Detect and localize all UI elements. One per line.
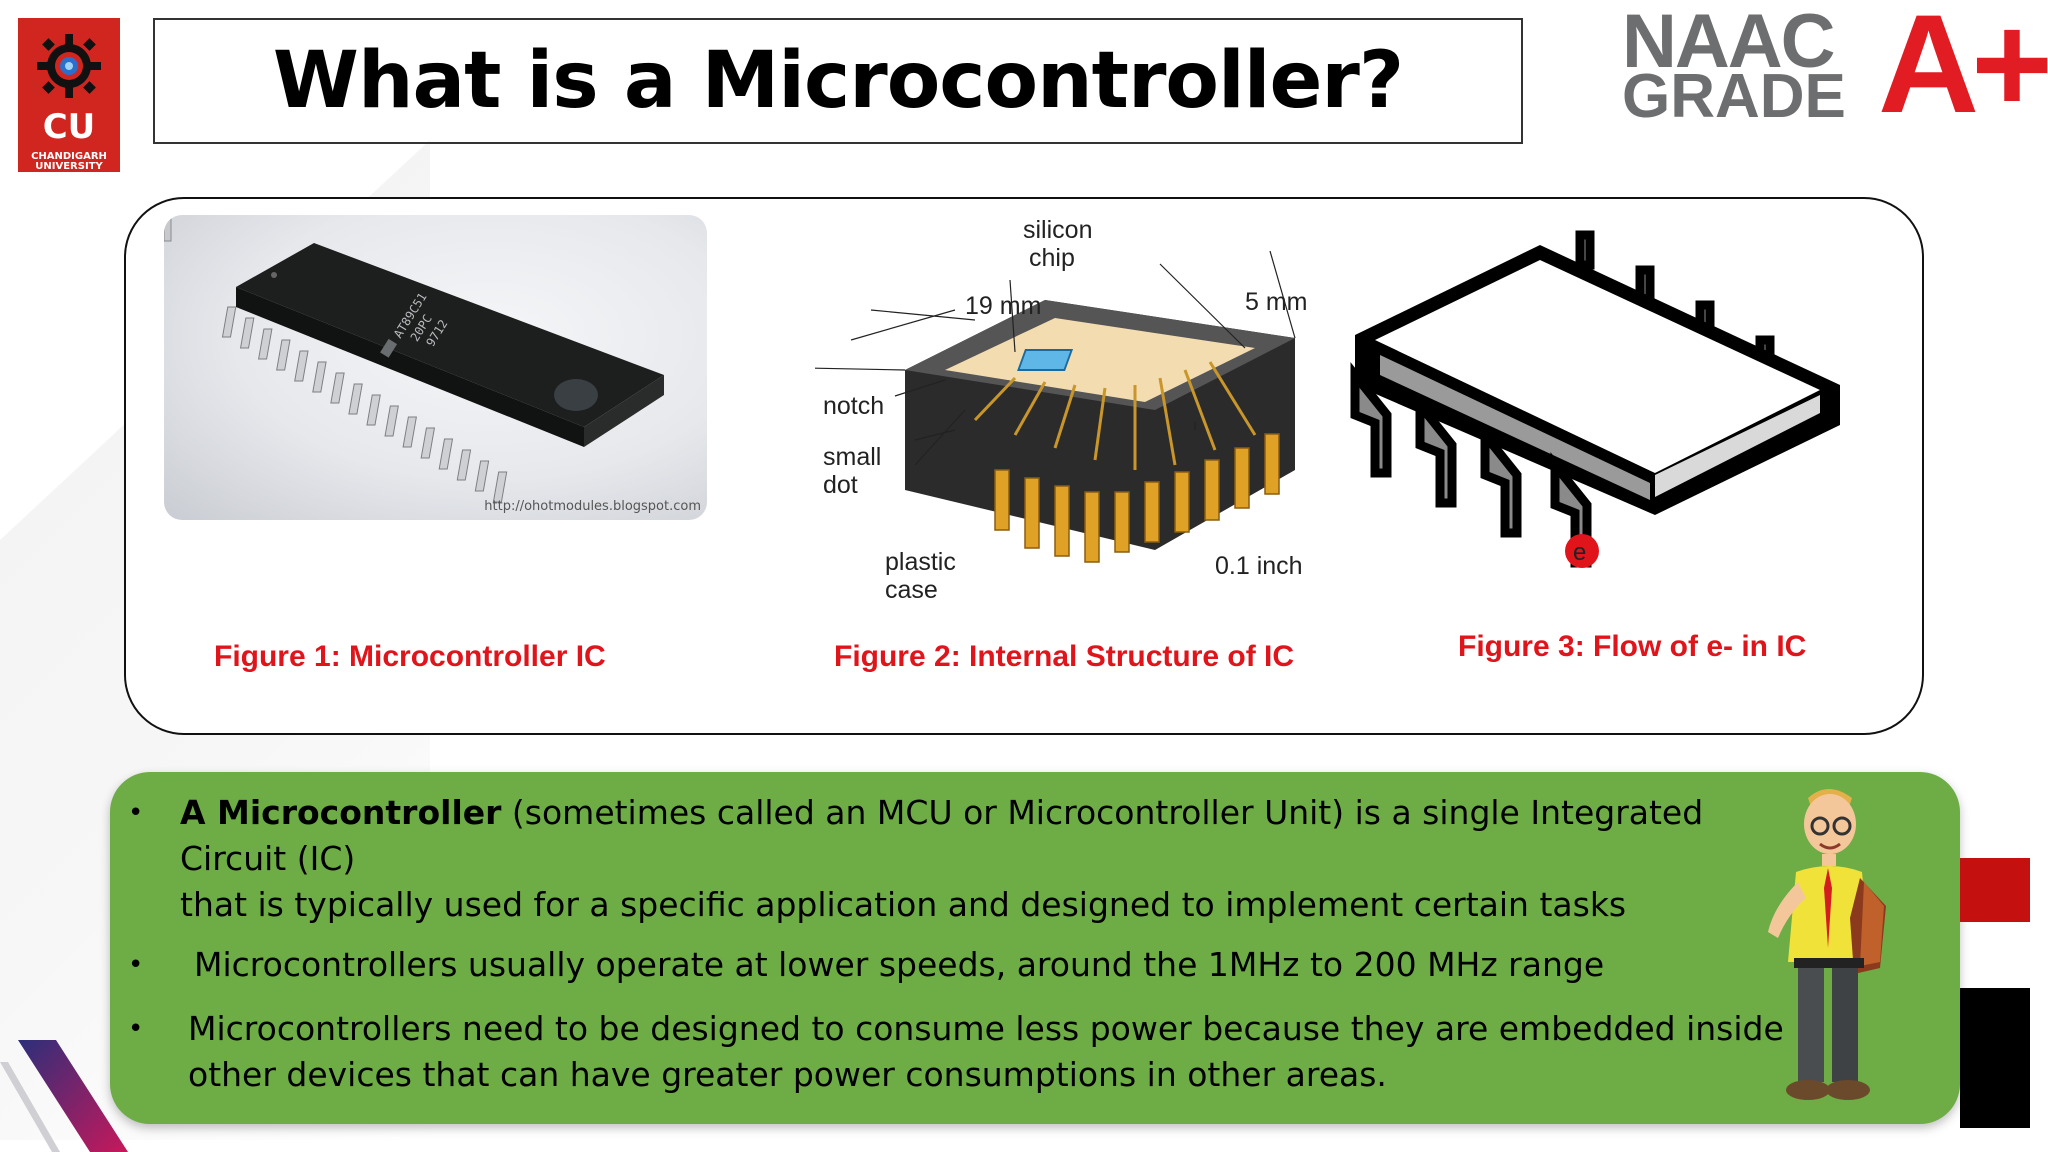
content-panel	[110, 772, 1960, 1124]
figure1-image: AT89C51 20PC 9712 http://ohotmodules.blo…	[164, 215, 707, 520]
bullet-1-line2: that is typically used for a specific ap…	[180, 885, 1627, 924]
figure3-caption: Figure 3: Flow of e- in IC	[1458, 630, 1807, 663]
bullet-list: • A Microcontroller (sometimes called an…	[124, 790, 1784, 1098]
grade-text: GRADE	[1622, 62, 1846, 131]
bullet-1-term: A Microcontroller	[180, 793, 502, 832]
bullet-3-line1: Microcontrollers need to be designed to …	[188, 1009, 1784, 1048]
label-plastic: plastic	[885, 548, 956, 576]
bullet-marker: •	[128, 1014, 144, 1044]
cartoon-teacher-icon	[1768, 789, 1886, 1100]
ic-internal-structure: silicon chip 19 mm 5 mm notch small dot …	[804, 216, 1308, 604]
grade-rating: A+	[1878, 0, 2048, 142]
label-case: case	[885, 576, 938, 604]
bullet-item-1: • A Microcontroller (sometimes called an…	[124, 790, 1784, 928]
bullet-2-text: Microcontrollers usually operate at lowe…	[194, 945, 1605, 984]
figure3-diagram: e	[1340, 215, 1860, 575]
logo-line2: UNIVERSITY	[35, 161, 103, 172]
logo-abbr: CU	[42, 107, 96, 147]
label-small: small	[823, 443, 881, 471]
bullet-item-2: • Microcontrollers usually operate at lo…	[124, 942, 1784, 988]
figure2-caption: Figure 2: Internal Structure of IC	[834, 640, 1295, 673]
gear-emblem-icon	[37, 34, 101, 98]
bullet-marker: •	[128, 950, 144, 980]
bullet-3-line2: other devices that can have greater powe…	[188, 1055, 1387, 1094]
label-pitch: 0.1 inch	[1215, 552, 1303, 580]
bullet-marker: •	[128, 798, 144, 828]
side-black-block	[1960, 988, 2030, 1128]
label-silicon: silicon	[1023, 220, 1092, 244]
university-logo: CU CHANDIGARH UNIVERSITY	[18, 18, 120, 172]
image-watermark: http://ohotmodules.blogspot.com	[484, 499, 701, 514]
ic-electron-flow: e	[1350, 230, 1840, 568]
logo-name: CHANDIGARH UNIVERSITY	[18, 152, 120, 172]
label-notch: notch	[823, 392, 884, 420]
bullet-1-definition: (sometimes called an MCU or Microcontrol…	[180, 793, 1704, 878]
dip-chip-illustration: AT89C51 20PC 9712	[164, 215, 664, 503]
bullet-item-3: • Microcontrollers need to be designed t…	[124, 1006, 1784, 1098]
bullet-1-line1: A Microcontroller (sometimes called an M…	[180, 790, 1784, 882]
logo-line1: CHANDIGARH	[31, 151, 107, 162]
teacher-illustration	[1748, 782, 1908, 1122]
figure2-diagram: silicon chip 19 mm 5 mm notch small dot …	[804, 216, 1335, 610]
electron-label: e	[1573, 539, 1586, 566]
naac-text: NAAC	[1622, 0, 1836, 84]
title-box: What is a Microcontroller?	[153, 18, 1523, 144]
label-dot: dot	[823, 471, 858, 499]
label-19mm: 19 mm	[965, 292, 1041, 320]
side-red-block	[1960, 858, 2030, 922]
page-title: What is a Microcontroller?	[272, 36, 1404, 126]
naac-badge: NAAC GRADE A+	[1620, 0, 2048, 134]
label-5mm: 5 mm	[1245, 288, 1308, 316]
label-chip: chip	[1029, 244, 1075, 272]
decorative-stripe	[0, 1040, 128, 1152]
figure1-caption: Figure 1: Microcontroller IC	[214, 640, 606, 673]
